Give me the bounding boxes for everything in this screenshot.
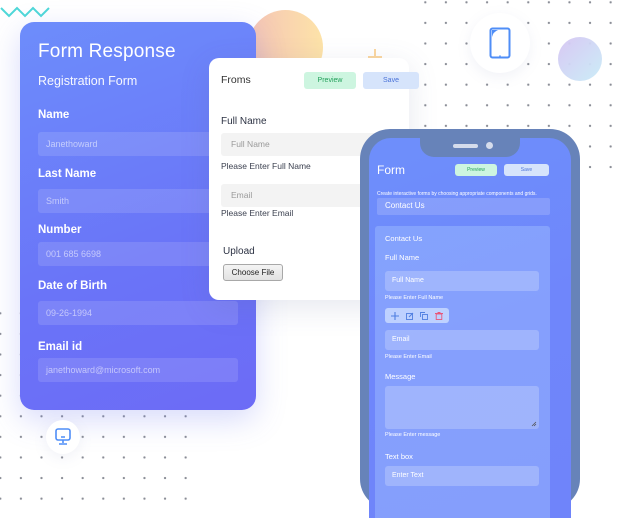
desktop-badge	[46, 420, 80, 454]
number-label: Number	[38, 224, 82, 236]
tablet-icon	[489, 27, 511, 59]
panel-textbox-label: Text box	[385, 452, 413, 461]
panel-message-label: Message	[385, 372, 416, 381]
tablet-badge	[470, 13, 530, 73]
last-name-label: Last Name	[38, 168, 97, 180]
plus-decoration	[368, 49, 382, 58]
email-id-field[interactable]: janethoward@microsoft.com	[38, 358, 238, 382]
phone-speaker	[453, 144, 478, 148]
phone-notch	[420, 138, 520, 157]
zigzag-decoration	[0, 6, 50, 18]
email-hint: Please Enter Email	[221, 208, 294, 218]
name-field[interactable]: Janethoward	[38, 132, 238, 156]
name-label: Name	[38, 109, 70, 121]
panel-full-name-input[interactable]: Full Name	[385, 271, 539, 291]
dob-label: Date of Birth	[38, 280, 107, 292]
panel-message-textarea[interactable]	[385, 386, 539, 429]
panel-textbox-input[interactable]: Enter Text	[385, 466, 539, 486]
panel-full-name-label: Full Name	[385, 253, 420, 262]
last-name-field[interactable]: Smith	[38, 189, 238, 213]
edit-icon[interactable]	[405, 312, 414, 320]
panel-email-input[interactable]: Email	[385, 330, 539, 350]
phone-form-description: Create interactive forms by choosing app…	[377, 191, 537, 197]
dob-field[interactable]: 09-26-1994	[38, 301, 238, 325]
delete-icon[interactable]	[434, 311, 443, 320]
copy-icon[interactable]	[420, 311, 429, 320]
phone-screen: Form Preview Save Create interactive for…	[369, 138, 571, 518]
phone-save-button[interactable]: Save	[504, 164, 549, 176]
full-name-label: Full Name	[221, 116, 267, 127]
contact-us-panel: Contact Us Full Name Full Name Please En…	[375, 226, 550, 518]
lilac-circle-decoration	[558, 37, 602, 81]
upload-label: Upload	[223, 246, 255, 257]
resize-handle-icon[interactable]	[531, 421, 537, 427]
form-response-title: Form Response	[38, 41, 176, 62]
full-name-hint: Please Enter Full Name	[221, 161, 311, 171]
contact-us-header[interactable]: Contact Us	[377, 198, 550, 215]
forms-title: Froms	[221, 74, 251, 86]
desktop-icon	[55, 428, 71, 445]
phone-mockup: Form Preview Save Create interactive for…	[360, 129, 580, 518]
save-button[interactable]: Save	[363, 72, 419, 89]
preview-button[interactable]: Preview	[304, 72, 356, 89]
panel-full-name-hint: Please Enter Full Name	[385, 295, 444, 301]
number-field[interactable]: 001 685 6698	[38, 242, 238, 266]
panel-email-hint: Please Enter Email	[385, 354, 432, 360]
phone-form-title: Form	[377, 163, 405, 177]
panel-heading: Contact Us	[385, 234, 423, 243]
panel-message-hint: Please Enter message	[385, 432, 441, 438]
phone-camera	[486, 142, 493, 149]
choose-file-button[interactable]: Choose File	[223, 264, 283, 281]
registration-form-subtitle: Registration Form	[38, 74, 138, 88]
field-toolbar	[385, 308, 449, 323]
move-icon[interactable]	[391, 311, 400, 320]
phone-preview-button[interactable]: Preview	[455, 164, 497, 176]
email-id-label: Email id	[38, 341, 83, 353]
